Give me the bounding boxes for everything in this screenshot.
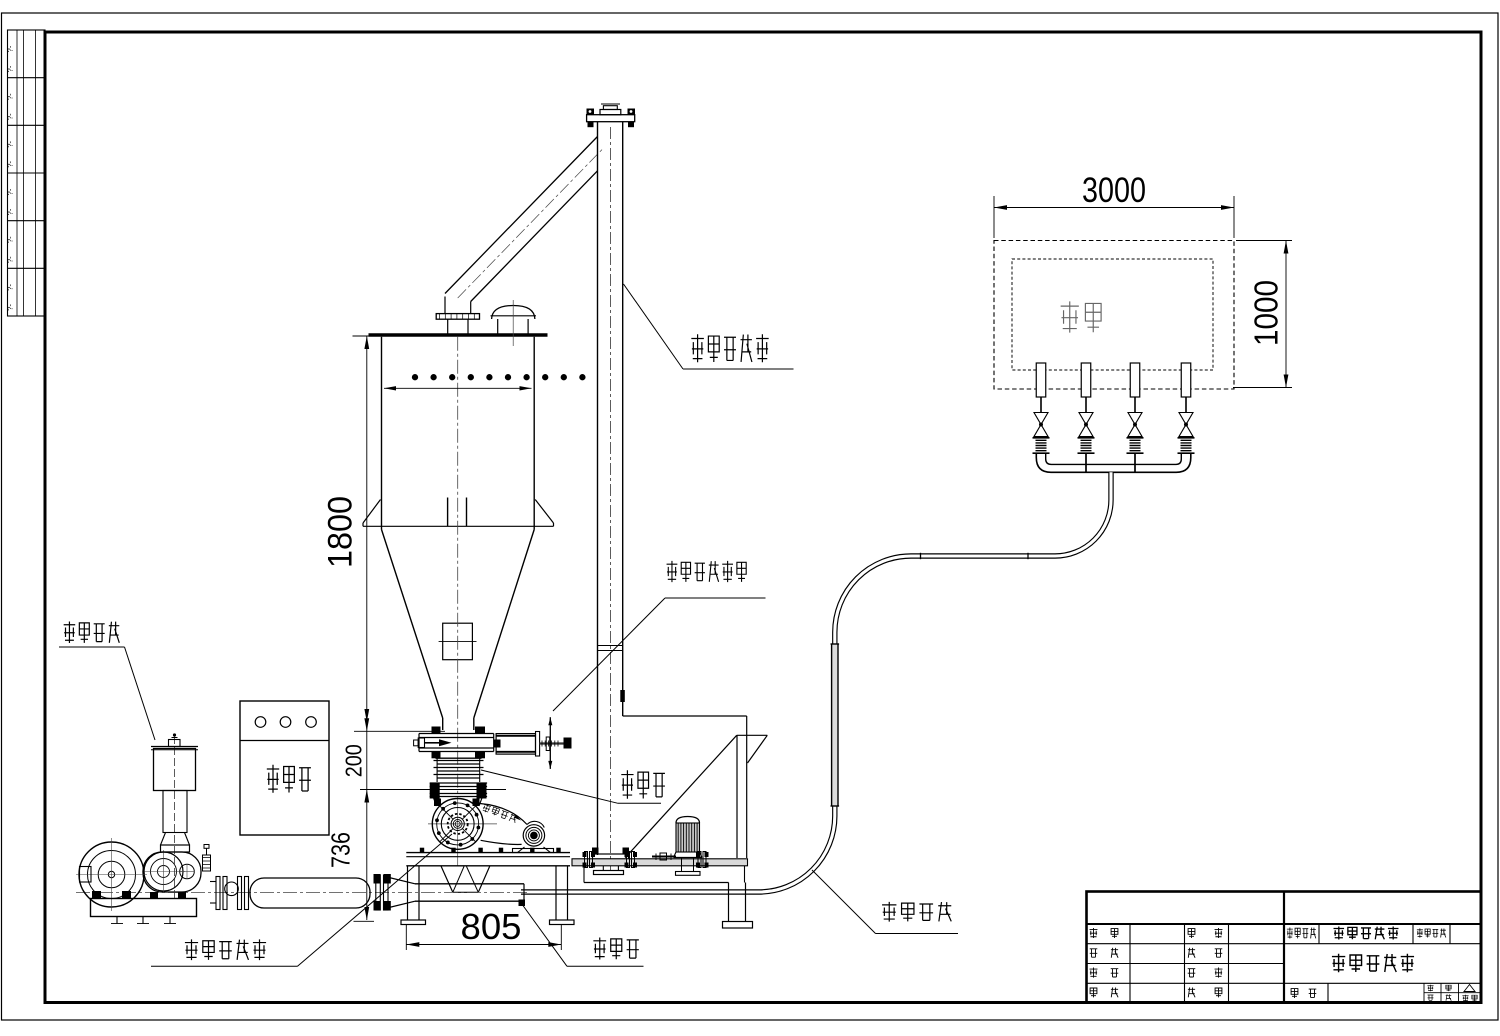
svg-text:?-: ?- (5, 256, 14, 263)
svg-text:1000: 1000 (1248, 280, 1285, 346)
svg-text:?-: ?- (5, 304, 14, 311)
svg-text:?-: ?- (5, 284, 14, 291)
svg-text:?-: ?- (5, 161, 14, 168)
svg-text:736: 736 (328, 832, 356, 868)
svg-text:3000: 3000 (1082, 171, 1146, 210)
svg-text:?-: ?- (5, 65, 14, 72)
svg-text:200: 200 (340, 744, 366, 777)
svg-text:805: 805 (461, 906, 522, 947)
svg-text:?-: ?- (5, 236, 14, 243)
svg-text:?-: ?- (5, 188, 14, 195)
svg-text:?-: ?- (5, 208, 14, 215)
svg-text:?-: ?- (5, 113, 14, 120)
svg-text:?-: ?- (5, 141, 14, 148)
svg-text:?-: ?- (5, 93, 14, 100)
svg-text:?-: ?- (5, 45, 14, 52)
svg-text:1800: 1800 (322, 496, 360, 568)
